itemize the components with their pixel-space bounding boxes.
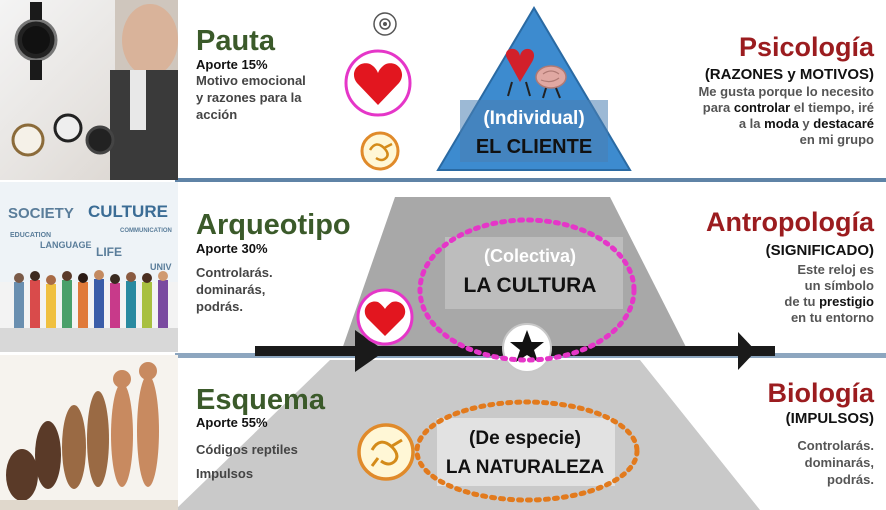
arqueotipo-aporte: Aporte 30% [196,241,268,256]
esquema-aporte: Aporte 55% [196,415,268,430]
culture-word-life: LIFE [96,245,122,259]
photo-evolution [0,355,178,510]
heart-brain-icon [505,48,567,99]
psicologia-desc-line: en mi grupo [799,132,874,147]
antropologia-desc-line: de tu prestigio [784,294,874,309]
culture-word-society: SOCIETY [8,205,74,222]
heart-icon-top [344,49,412,117]
antropologia-desc-line: Este reloj es [797,262,874,277]
psicologia-desc-line: Me gusta porque lo necesito [698,84,874,99]
especie-label: LA NATURALEZA [446,457,605,478]
pauta-title: Pauta [196,25,275,57]
esquema-desc-line: Impulsos [196,466,254,481]
psicologia-tag: (RAZONES y MOTIVOS) [704,66,874,83]
biologia-desc-line: podrás. [827,472,874,487]
antropologia-tag: (SIGNIFICADO) [765,242,874,259]
biologia-title: Biología [767,378,875,408]
antropologia-title: Antropología [706,207,874,237]
pauta-desc-line: acción [196,107,238,122]
biologia-desc-line: dominarás, [804,455,874,470]
culture-word-education: EDUCATION [10,232,51,239]
arrow-left-head [355,330,385,372]
reptile-icon-top [360,131,400,171]
star-icon [510,330,544,362]
culture-word-culture: CULTURE [88,202,168,221]
antropologia-desc: Este reloj es un símbolo de tu prestigio… [674,262,874,326]
arqueotipo-desc: Controlarás. dominarás, podrás. [196,264,346,315]
culture-word-language: LANGUAGE [40,240,92,250]
pauta-aporte: Aporte 15% [196,57,268,72]
pauta-desc: Motivo emocional y razones para la acció… [196,72,366,123]
esquema-desc-line: Códigos reptiles [196,442,298,457]
individual-label: EL CLIENTE [476,136,592,158]
esquema-title: Esquema [196,384,325,416]
psicologia-title: Psicología [738,32,874,62]
antropologia-desc-line: un símbolo [804,278,874,293]
biologia-desc-line: Controlarás. [797,438,874,453]
arrow-right-head [738,332,756,370]
arqueotipo-desc-line: podrás. [196,299,243,314]
cultura-ellipse [417,217,637,363]
culture-word-communication: COMMUNICATION [120,228,172,234]
camera-icon [373,12,397,36]
separator-line-top [175,178,886,182]
psicologia-desc-line: a la moda y destacaré [738,116,874,131]
esquema-desc: Códigos reptiles Impulsos [196,438,346,486]
psicologia-desc: Me gusta porque lo necesito para control… [634,84,874,148]
arqueotipo-title: Arqueotipo [196,209,351,241]
pauta-desc-line: Motivo emocional [196,73,306,88]
photo-watches [0,0,178,180]
colectiva-qualifier: (Colectiva) [484,246,576,266]
reptile-icon-bottom [357,423,415,481]
biologia-tag: (IMPULSOS) [785,410,874,427]
psicologia-desc-line: para controlar el tiempo, iré [702,100,874,115]
arqueotipo-desc-line: dominarás, [196,282,266,297]
arqueotipo-desc-line: Controlarás. [196,265,273,280]
individual-qualifier: (Individual) [483,108,584,129]
culture-word-univ: UNIV [150,262,172,272]
heart-icon-middle [356,288,414,346]
pauta-desc-line: y razones para la [196,90,302,105]
photo-culture: SOCIETY CULTURE LIFE LANGUAGE UNIV COMMU… [0,182,178,352]
colectiva-label: LA CULTURA [464,274,597,297]
biologia-desc: Controlarás. dominarás, podrás. [724,437,874,488]
naturaleza-ellipse [414,399,640,503]
especie-qualifier: (De especie) [469,428,581,449]
antropologia-desc-line: en tu entorno [790,310,874,325]
